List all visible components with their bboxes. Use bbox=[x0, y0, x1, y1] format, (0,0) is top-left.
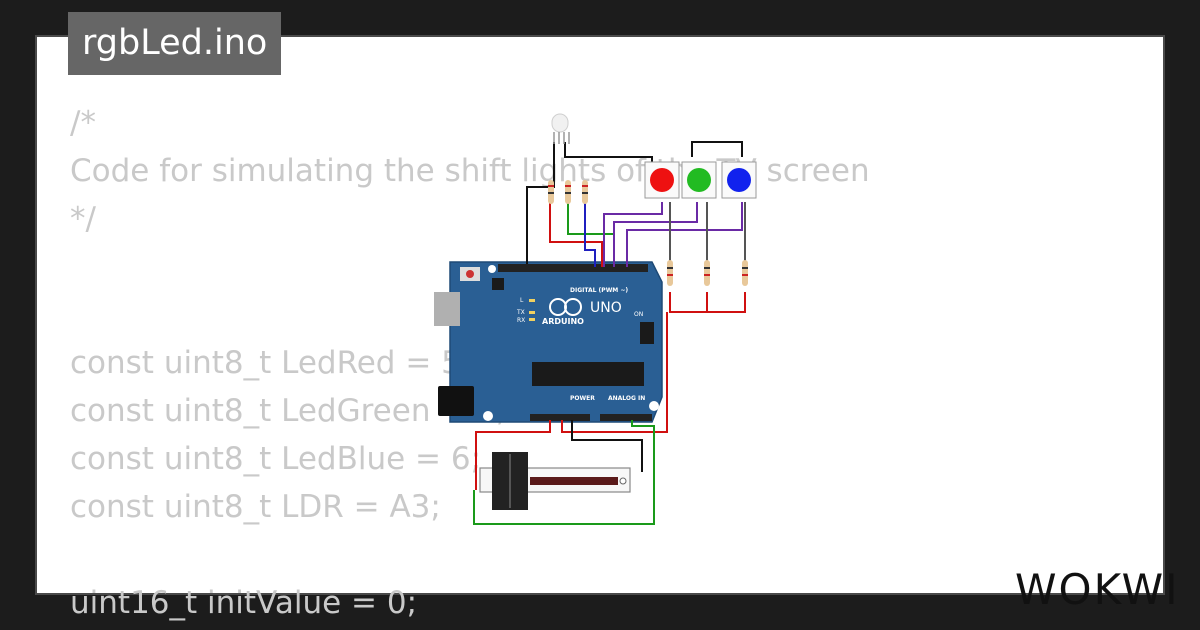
wire-blue-led bbox=[584, 202, 596, 267]
slide-pot-screw bbox=[619, 477, 627, 485]
resistor-band bbox=[548, 192, 554, 194]
wire-pot-gnd bbox=[571, 420, 643, 472]
atmega-chip bbox=[532, 362, 644, 386]
board-arduino-label: ARDUINO bbox=[542, 317, 584, 326]
resistor-band bbox=[742, 274, 748, 276]
arduino-logo-right bbox=[564, 298, 582, 316]
code-background: /* Code for simulating the shift lights … bbox=[70, 99, 870, 627]
wire-5v bbox=[561, 312, 668, 433]
resistor-band bbox=[742, 267, 748, 269]
usb-port bbox=[434, 292, 460, 326]
code-line: const uint8_t LedBlue = 6; bbox=[70, 441, 482, 477]
pushbutton-green[interactable] bbox=[687, 168, 711, 192]
resistor-band bbox=[704, 274, 710, 276]
pulldown-resistors bbox=[667, 260, 748, 286]
resistor bbox=[704, 260, 710, 286]
rgb-led[interactable] bbox=[551, 113, 570, 144]
board-power-label: POWER bbox=[570, 395, 595, 402]
board-on-label: ON bbox=[634, 311, 643, 318]
board-tx-label: TX bbox=[516, 309, 525, 316]
wires bbox=[473, 141, 746, 525]
board-rx-label: RX bbox=[517, 317, 525, 324]
wire-button-bridge bbox=[691, 141, 743, 157]
arduino-uno-board[interactable]: UNO ARDUINO DIGITAL (PWM ~) POWER ANALOG… bbox=[434, 261, 663, 423]
mount-hole bbox=[649, 401, 659, 411]
resistor-band bbox=[565, 192, 571, 194]
circuit-diagram: UNO ARDUINO DIGITAL (PWM ~) POWER ANALOG… bbox=[434, 113, 757, 525]
resistor-band bbox=[582, 185, 588, 187]
wire-red-led bbox=[549, 202, 603, 267]
board-l-label: L bbox=[520, 297, 524, 304]
power-jack bbox=[438, 386, 474, 416]
wire-button-blue-signal bbox=[626, 202, 743, 267]
slide-potentiometer[interactable] bbox=[479, 452, 631, 510]
resistor bbox=[667, 260, 673, 286]
wire-green-led bbox=[567, 202, 615, 267]
wire-led-common bbox=[526, 142, 555, 264]
resistor bbox=[742, 260, 748, 286]
project-title-tab: rgbLed.ino bbox=[68, 12, 282, 75]
slide-pot-track bbox=[530, 477, 618, 485]
resistor-band bbox=[704, 267, 710, 269]
reset-button-cap bbox=[466, 270, 474, 278]
project-filename: rgbLed.ino bbox=[82, 23, 268, 63]
wire-button-red-signal bbox=[603, 202, 663, 267]
resistor-band bbox=[582, 192, 588, 194]
board-analog-label: ANALOG IN bbox=[608, 395, 645, 402]
code-line: const uint8_t LDR = A3; bbox=[70, 489, 441, 525]
led-indicator bbox=[529, 318, 535, 321]
pushbutton-red[interactable] bbox=[650, 168, 674, 192]
led-indicator bbox=[529, 299, 535, 302]
board-uno-label: UNO bbox=[590, 300, 622, 316]
project-preview-card: /* Code for simulating the shift lights … bbox=[35, 35, 1178, 621]
icsp-header bbox=[640, 322, 654, 344]
icsp-header-small bbox=[492, 278, 504, 290]
resistor-band bbox=[565, 185, 571, 187]
wire-pot-vcc bbox=[475, 420, 551, 490]
code-line: /* bbox=[70, 105, 96, 141]
resistor-band bbox=[667, 274, 673, 276]
code-line: */ bbox=[70, 201, 96, 237]
wire-button-green-signal bbox=[613, 202, 698, 267]
wire-button-red bbox=[564, 142, 653, 184]
push-buttons[interactable] bbox=[644, 161, 757, 199]
wire-pot-signal bbox=[473, 420, 655, 525]
code-line: uint16_t initValue = 0; bbox=[70, 585, 418, 621]
resistor-band bbox=[667, 267, 673, 269]
led-resistors bbox=[548, 180, 588, 204]
wokwi-logo-text: WOKWI bbox=[1015, 565, 1180, 614]
resistor-band bbox=[548, 185, 554, 187]
power-header bbox=[530, 414, 590, 421]
mount-hole bbox=[488, 265, 496, 273]
pushbutton-blue[interactable] bbox=[727, 168, 751, 192]
digital-header bbox=[498, 264, 648, 272]
analog-header bbox=[600, 414, 652, 421]
wokwi-logo: WOKWI bbox=[1015, 565, 1180, 614]
led-indicator bbox=[529, 311, 535, 314]
board-digital-label: DIGITAL (PWM ~) bbox=[570, 287, 628, 294]
mount-hole bbox=[483, 411, 493, 421]
